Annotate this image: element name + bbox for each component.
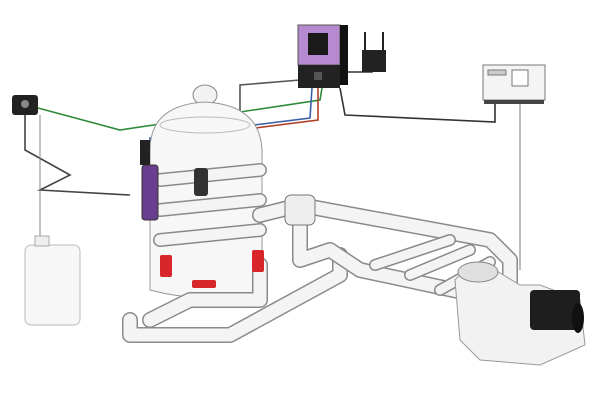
dosing-pump bbox=[12, 95, 38, 115]
valve-handle bbox=[252, 250, 264, 272]
cable-controller-to-panel bbox=[339, 87, 496, 123]
pipework bbox=[122, 163, 518, 343]
valve-handle bbox=[192, 280, 216, 288]
cable-dark bbox=[24, 115, 131, 196]
valves bbox=[160, 250, 264, 288]
pool-pump bbox=[454, 261, 586, 366]
electrolysis-cell bbox=[140, 140, 208, 221]
salt-chlorinator-controller bbox=[297, 24, 348, 88]
pre-filter bbox=[284, 194, 316, 226]
valve-handle bbox=[160, 255, 172, 277]
wifi-module bbox=[362, 32, 386, 72]
control-panel bbox=[482, 64, 546, 104]
chemical-tank bbox=[24, 235, 81, 326]
